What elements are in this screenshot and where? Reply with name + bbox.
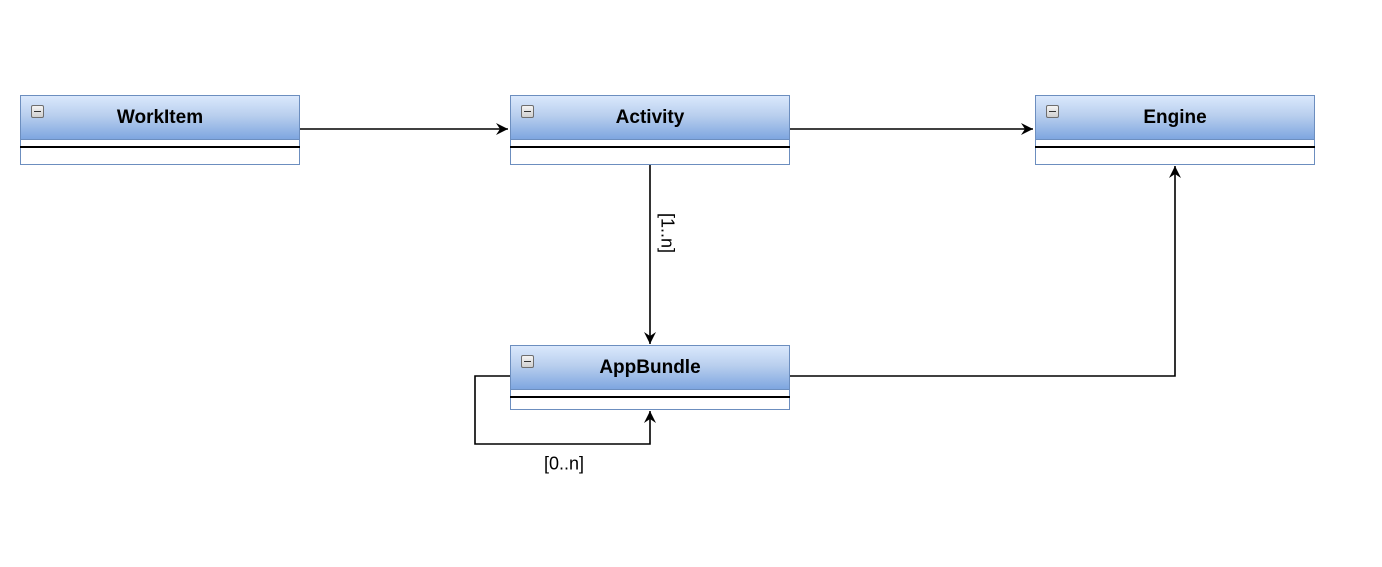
class-methods [20,148,300,165]
multiplicity-label-activity-appbundle: [1..n] [657,212,678,254]
association-appbundle-engine[interactable] [790,166,1181,377]
class-methods [510,148,790,165]
class-header: Engine [1035,95,1315,140]
collapse-icon[interactable] [521,105,534,118]
class-divider [1035,146,1315,148]
class-attributes [20,140,300,146]
class-divider [510,146,790,148]
collapse-icon[interactable] [31,105,44,118]
multiplicity-label-appbundle-self: [0..n] [543,453,585,474]
association-appbundle-self[interactable] [474,375,656,445]
class-name-appbundle: AppBundle [599,357,701,378]
class-methods [510,398,790,410]
class-name-workitem: WorkItem [116,107,204,128]
collapse-icon[interactable] [521,355,534,368]
class-attributes [1035,140,1315,146]
class-attributes [510,140,790,146]
class-header: AppBundle [510,345,790,390]
class-methods [1035,148,1315,165]
class-name-engine: Engine [1143,107,1207,128]
class-header: Activity [510,95,790,140]
class-attributes [510,390,790,396]
class-name-activity: Activity [615,107,685,128]
class-divider [510,396,790,398]
class-header: WorkItem [20,95,300,140]
collapse-icon[interactable] [1046,105,1059,118]
class-divider [20,146,300,148]
